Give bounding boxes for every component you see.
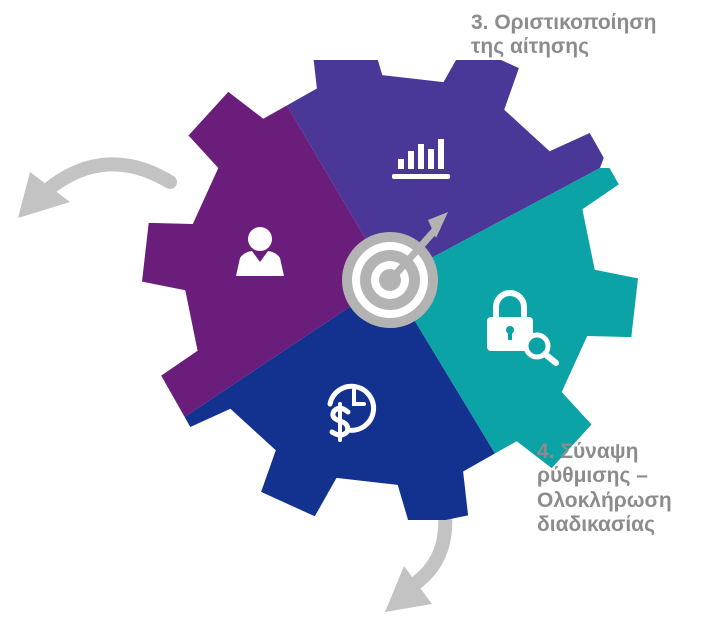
step-4-label-line-4: διαδικασίας: [537, 513, 656, 537]
step-3-label-line-1: 3. Οριστικοποίηση: [471, 11, 657, 34]
step-3-label: 3. Οριστικοποίηση της αίτησης: [471, 11, 657, 60]
bar-chart-icon: [392, 139, 450, 179]
target-icon: [342, 212, 448, 328]
step-4-label-line-3: Ολοκλήρωση: [537, 488, 672, 512]
left-curved-arrow: [31, 157, 177, 205]
step-4-label-line-1: 4. Σύναψη: [537, 440, 639, 463]
step-3-label-line-2: της αίτησης: [471, 35, 590, 59]
step-4-label: 4. Σύναψη ρύθμισης – Ολοκλήρωση διαδικασ…: [537, 440, 672, 537]
dollar-clock-icon: [327, 383, 377, 442]
bottom-arrowhead: [385, 566, 432, 612]
user-icon: [236, 227, 284, 276]
step-4-label-line-2: ρύθμισης –: [537, 464, 648, 488]
left-arrowhead: [18, 172, 70, 218]
lock-search-icon: [487, 290, 559, 366]
